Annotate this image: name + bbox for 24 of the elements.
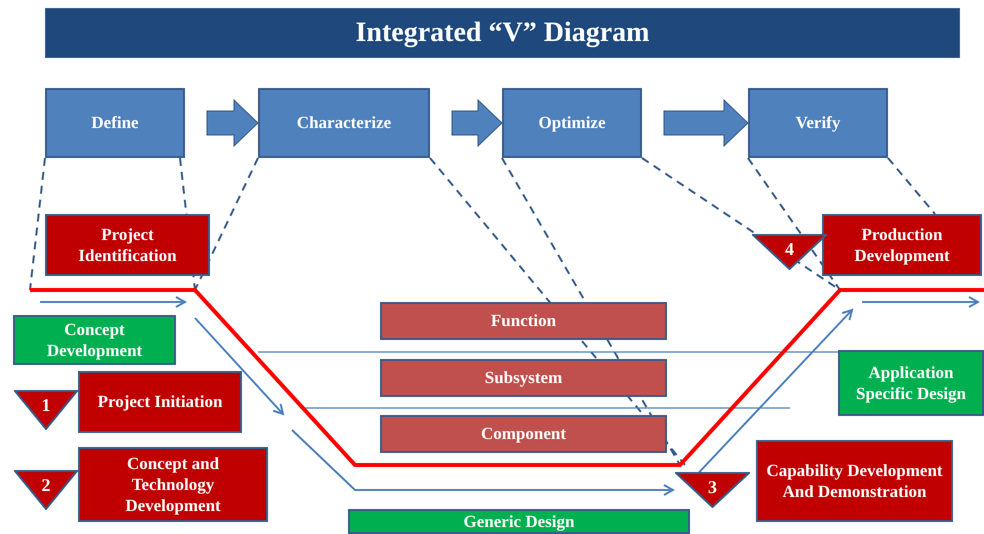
milestone-triangle <box>14 390 78 430</box>
block-arrow <box>452 98 503 148</box>
milestone-triangle <box>675 472 750 508</box>
milestone-box: Project Identification <box>45 214 210 276</box>
milestone-triangle <box>14 470 78 510</box>
phase-box: Optimize <box>502 88 642 158</box>
milestone-number: 1 <box>42 394 50 416</box>
milestone-triangle <box>752 234 827 270</box>
title-banner: Integrated “V” Diagram <box>45 8 960 58</box>
design-box: Application Specific Design <box>838 350 984 416</box>
design-box: Concept Development <box>13 315 176 365</box>
phase-box: Verify <box>748 88 888 158</box>
phase-box: Characterize <box>258 88 430 158</box>
level-box: Function <box>380 302 667 340</box>
block-arrow <box>664 98 749 148</box>
design-box: Generic Design <box>348 509 690 534</box>
milestone-number: 4 <box>785 238 794 260</box>
block-arrow <box>206 98 259 148</box>
milestone-box: Capability Development And Demonstration <box>756 440 953 522</box>
level-box: Component <box>380 415 667 453</box>
phase-box: Define <box>45 88 185 158</box>
level-box: Subsystem <box>380 359 667 397</box>
milestone-number: 3 <box>708 476 717 498</box>
milestone-number: 2 <box>42 474 50 496</box>
